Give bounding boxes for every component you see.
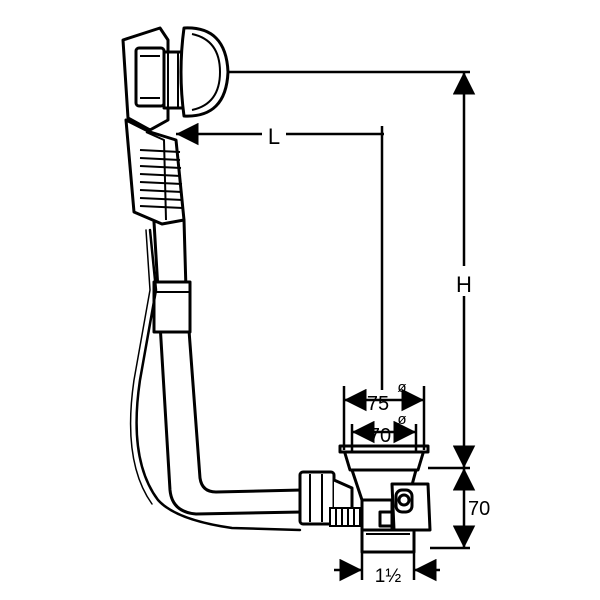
- corrugated-hose: [124, 118, 186, 226]
- label-75-diameter: ø: [397, 379, 406, 396]
- overflow-head: [121, 26, 230, 132]
- label-70-plug: 70: [369, 425, 391, 447]
- label-70-height: 70: [468, 498, 490, 520]
- dimension-labels: L H 75 ø 70 ø 70 1½: [262, 120, 490, 587]
- union-nut: [298, 470, 354, 526]
- label-L: L: [268, 124, 280, 149]
- label-70-diameter: ø: [397, 411, 406, 428]
- label-H: H: [456, 272, 472, 297]
- drain-body: [338, 444, 432, 554]
- label-thread: 1½: [375, 566, 402, 587]
- label-75: 75: [367, 393, 389, 415]
- drain-pipe: [129, 218, 304, 532]
